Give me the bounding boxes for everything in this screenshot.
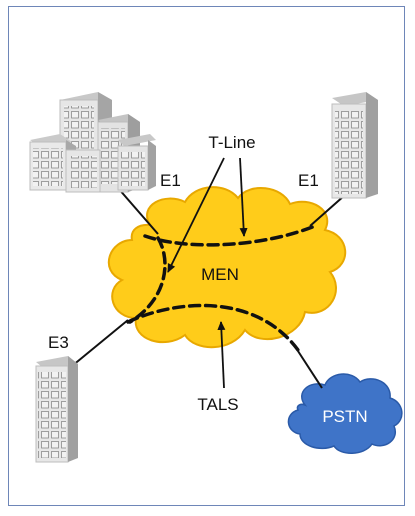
building-cluster	[29, 92, 156, 193]
cloud-icon	[287, 373, 403, 454]
pstn-link	[295, 347, 323, 389]
arrows	[167, 157, 248, 389]
solid-links	[71, 187, 346, 389]
e3-label: E3	[48, 333, 69, 352]
e1-right-label: E1	[298, 171, 319, 190]
tals-line	[126, 303, 300, 352]
tals-arrow	[217, 321, 226, 389]
t-line-left	[128, 236, 167, 324]
e1-left-link	[117, 187, 159, 235]
t-line-label: T-Line	[208, 133, 255, 152]
t-line-arrow-left	[167, 157, 225, 273]
pstn-cloud: PSTN	[287, 373, 403, 454]
office-building-icon	[331, 92, 378, 199]
e1-left-label: E1	[160, 171, 181, 190]
men-label: MEN	[201, 265, 239, 284]
e3-link	[71, 319, 129, 367]
office-buildings-icon	[29, 92, 156, 193]
pstn-label: PSTN	[322, 407, 367, 426]
cloud-icon	[108, 186, 347, 349]
t-line-arrow-right	[239, 157, 248, 237]
office-building-icon	[35, 356, 78, 463]
e1-right-link	[309, 194, 346, 227]
tals-label: TALS	[197, 395, 238, 414]
men-cloud	[108, 186, 347, 349]
building-bottom-left	[35, 356, 78, 463]
dashed-lines	[126, 224, 317, 352]
building-right	[331, 92, 378, 199]
